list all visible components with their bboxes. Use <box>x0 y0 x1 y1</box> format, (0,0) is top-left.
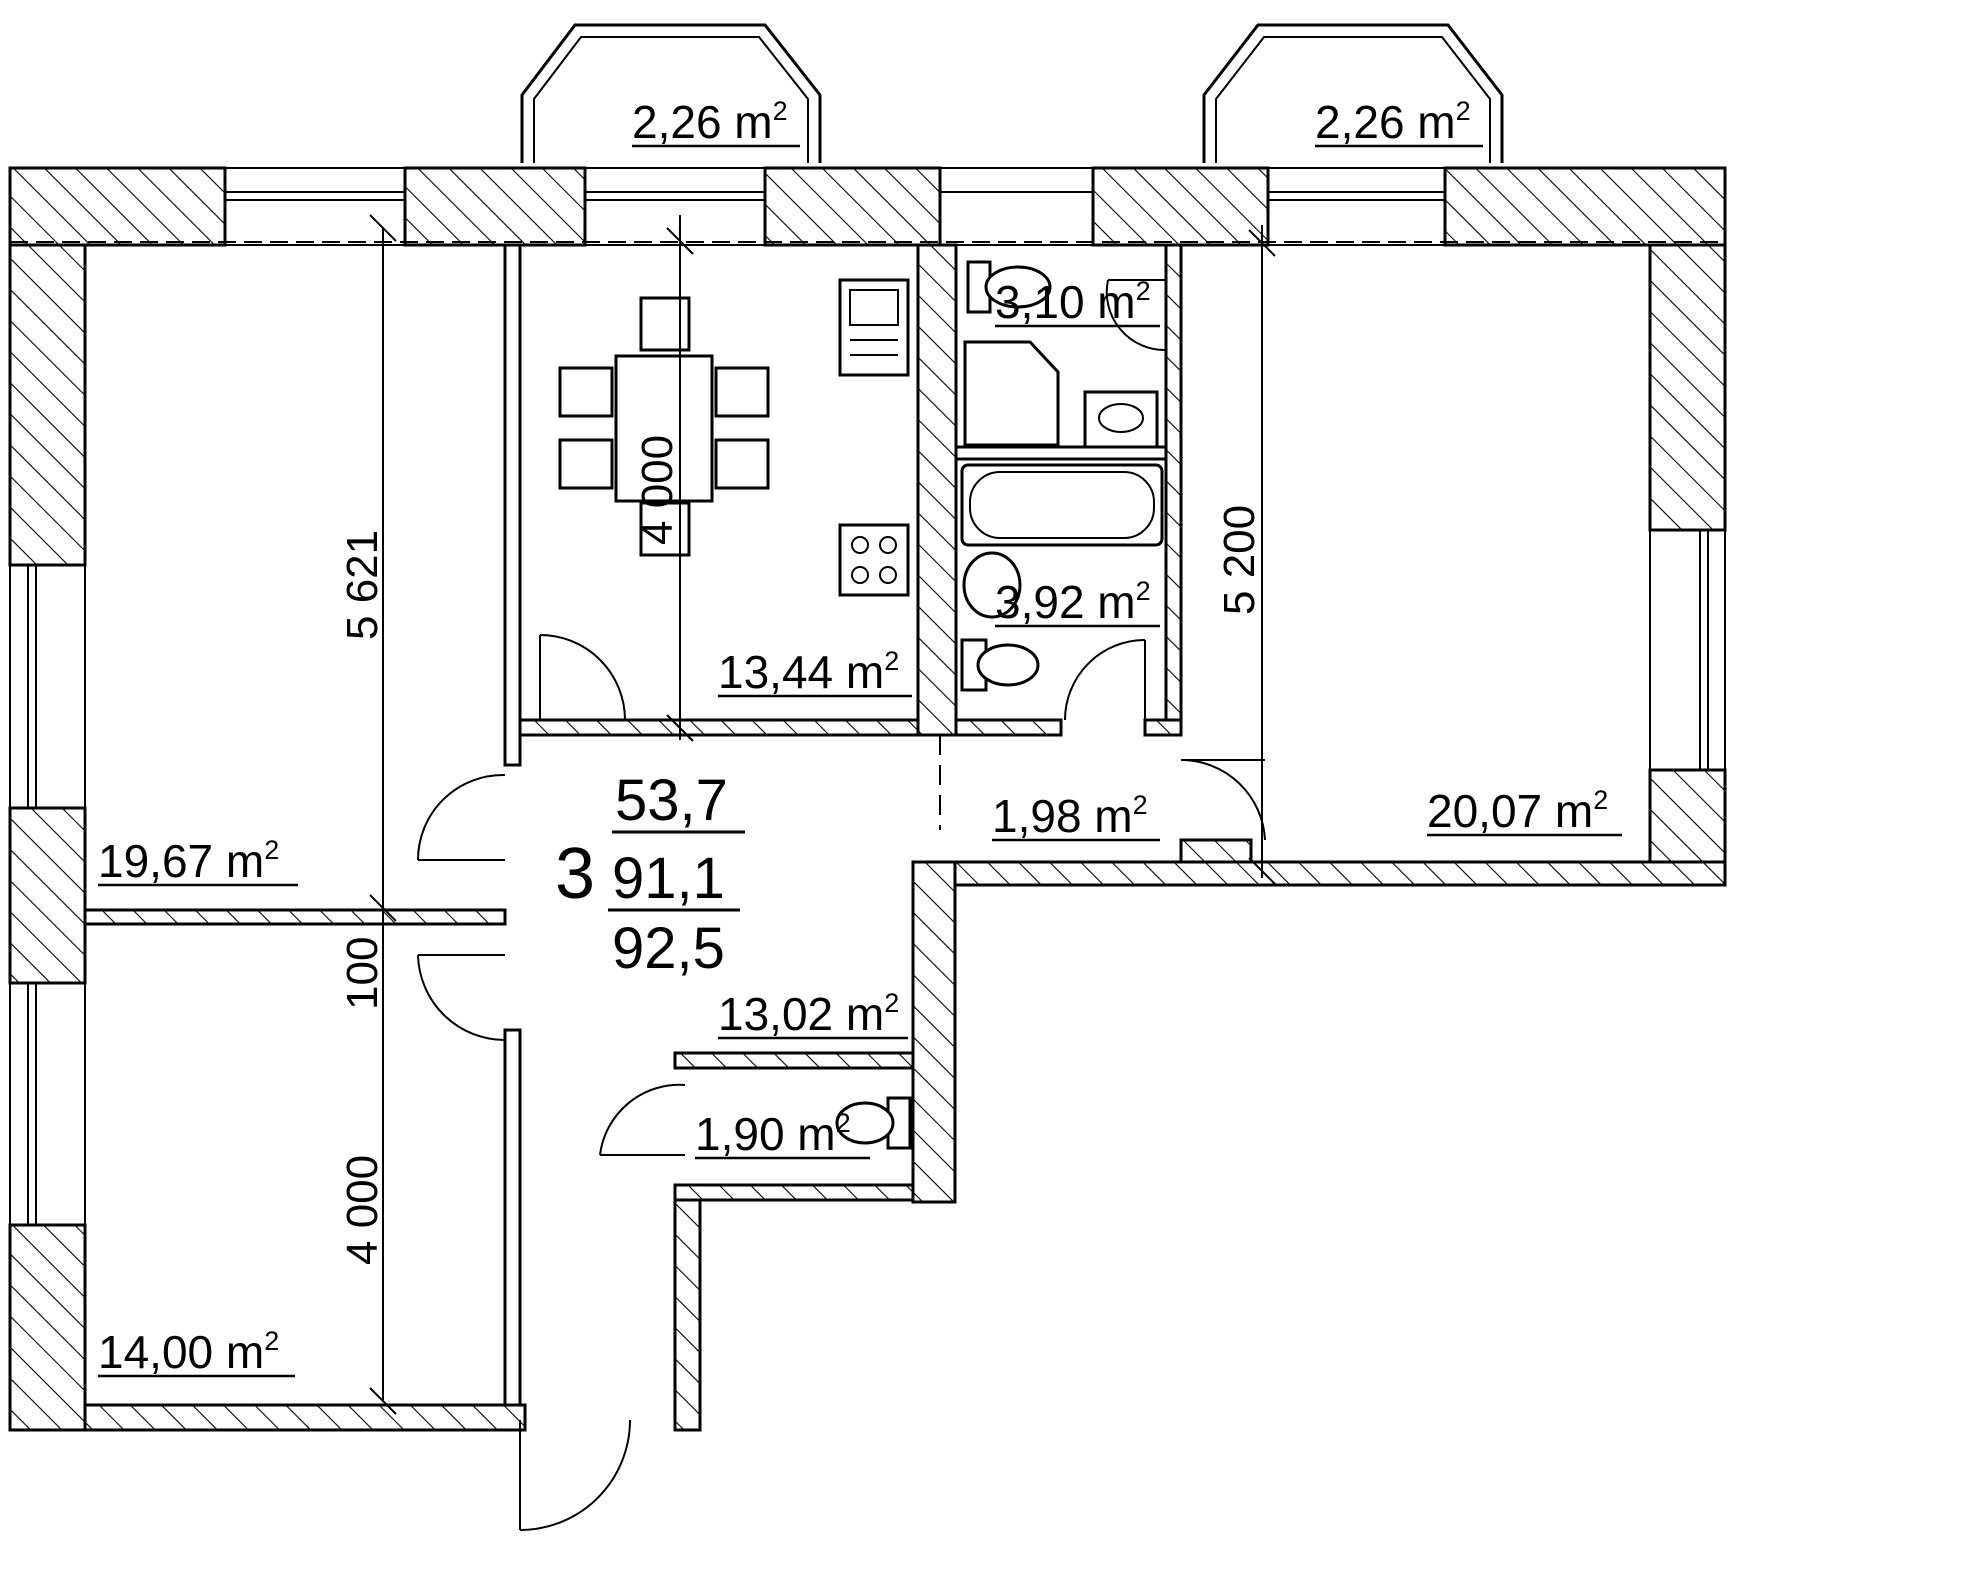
svg-text:13,02 m2: 13,02 m2 <box>718 988 899 1040</box>
room-label-kitchen: 13,44 m2 <box>718 646 912 698</box>
balcony-left <box>520 23 822 163</box>
room-label-balcony-left: 2,26 m2 <box>632 96 800 148</box>
total-area: 91,1 <box>612 846 725 911</box>
room-label-toilet: 3,10 m2 <box>995 276 1160 328</box>
room-label-wc: 1,90 m2 <box>695 1108 870 1160</box>
rooms-count: 3 <box>555 834 595 914</box>
svg-text:19,67 m2: 19,67 m2 <box>98 835 279 887</box>
svg-text:3,92 m2: 3,92 m2 <box>995 576 1151 628</box>
room-label-bathroom: 3,92 m2 <box>995 576 1160 628</box>
balcony-right <box>1202 23 1504 163</box>
doors <box>417 279 1266 1531</box>
svg-text:2,26 m2: 2,26 m2 <box>632 96 788 148</box>
dimension-bedroom-bottom: 4 000 <box>338 1155 387 1265</box>
room-label-balcony-right: 2,26 m2 <box>1315 96 1483 148</box>
windows <box>9 167 1726 1226</box>
interior-walls <box>83 243 1253 1432</box>
total-area-with-balconies: 92,5 <box>612 916 725 981</box>
svg-text:1,98 m2: 1,98 m2 <box>992 790 1148 842</box>
room-label-bedroom-bottom-left: 14,00 m2 <box>98 1326 295 1378</box>
room-label-corridor-small: 1,98 m2 <box>992 790 1160 842</box>
room-label-bedroom-top-left: 19,67 m2 <box>98 835 298 887</box>
living-area: 53,7 <box>615 768 728 833</box>
bathroom-fixtures <box>835 260 1164 1150</box>
svg-text:13,44 m2: 13,44 m2 <box>718 646 899 698</box>
dimension-partition: 100 <box>338 937 387 1010</box>
room-label-living-room: 20,07 m2 <box>1427 785 1622 837</box>
dimension-bedroom-top: 5 621 <box>338 530 387 640</box>
dimension-living: 5 200 <box>1215 505 1264 615</box>
kitchen-appliances <box>838 278 910 597</box>
dining-set <box>558 296 770 557</box>
exterior-walls <box>8 166 1727 1432</box>
svg-text:1,90 m2: 1,90 m2 <box>695 1108 851 1160</box>
dimension-kitchen: 4 000 <box>633 435 682 545</box>
apartment-summary: 53,7 3 91,1 92,5 <box>555 768 745 981</box>
svg-text:14,00 m2: 14,00 m2 <box>98 1326 279 1378</box>
dimension-lines <box>369 214 1276 1415</box>
svg-text:3,10 m2: 3,10 m2 <box>995 276 1151 328</box>
svg-text:20,07 m2: 20,07 m2 <box>1427 785 1608 837</box>
svg-text:2,26 m2: 2,26 m2 <box>1315 96 1471 148</box>
room-label-hall: 13,02 m2 <box>718 988 908 1040</box>
